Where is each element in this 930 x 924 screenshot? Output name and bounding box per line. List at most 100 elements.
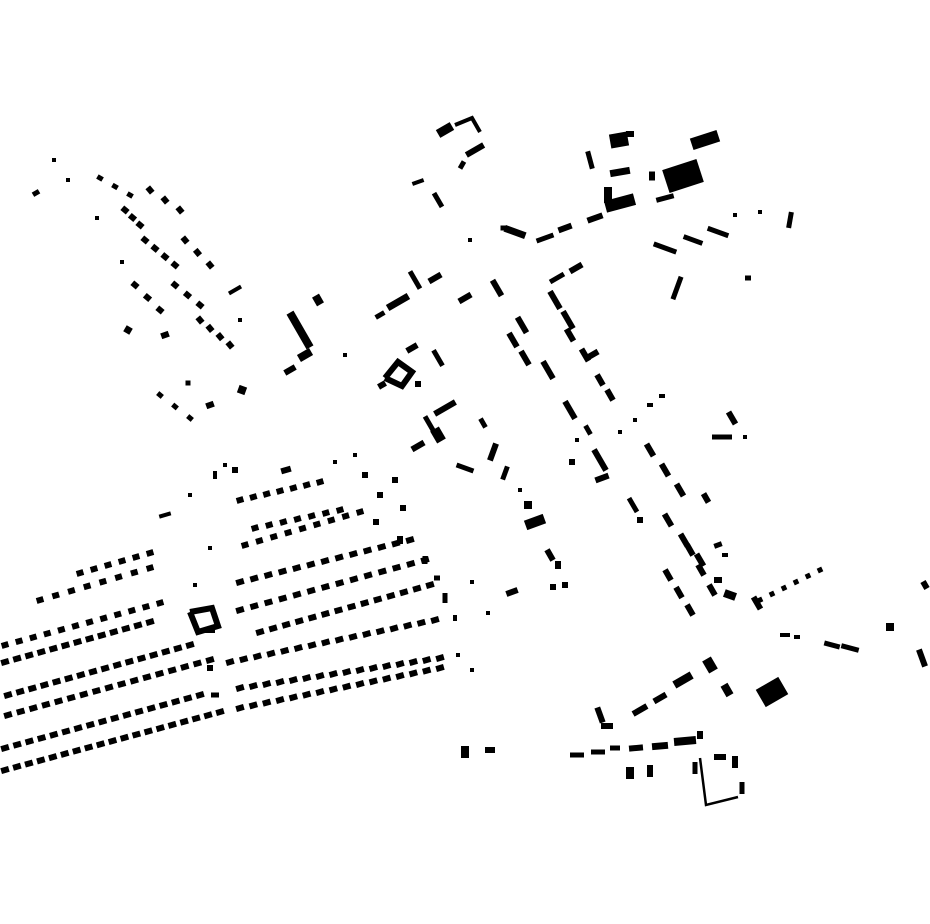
building-footprint	[124, 657, 135, 666]
building-footprint	[96, 174, 104, 182]
building-footprint	[293, 644, 304, 652]
building-footprint	[315, 478, 325, 486]
building-footprint	[320, 557, 330, 565]
building-footprint	[235, 606, 245, 614]
building-footprint	[555, 561, 561, 569]
building-footprint	[158, 511, 172, 519]
building-footprint	[307, 641, 317, 650]
building-footprint	[455, 462, 475, 474]
building-footprint	[99, 614, 108, 623]
building-footprint	[112, 661, 122, 669]
building-footprint	[315, 688, 325, 696]
building-footprint	[145, 618, 155, 626]
building-footprint	[126, 191, 134, 199]
building-footprint	[0, 658, 10, 666]
building-footprint	[659, 394, 665, 398]
building-footprint	[148, 651, 159, 659]
building-footprint	[205, 656, 215, 664]
building-footprint	[173, 644, 183, 653]
building-footprint	[684, 543, 696, 557]
building-footprint	[205, 323, 215, 333]
building-footprint	[647, 403, 653, 407]
building-footprint	[804, 572, 812, 580]
building-footprint	[381, 674, 392, 683]
building-footprint	[275, 487, 285, 495]
building-footprint	[134, 707, 144, 716]
building-footprint	[626, 131, 634, 137]
building-footprint	[700, 492, 712, 504]
building-footprint	[131, 730, 142, 739]
building-footprint	[66, 693, 76, 702]
building-footprint	[84, 634, 95, 643]
building-footprint	[60, 641, 71, 650]
building-footprint	[341, 512, 350, 520]
building-footprint	[301, 690, 312, 699]
building-footprint	[235, 704, 245, 712]
building-footprint	[141, 602, 151, 611]
building-footprint	[523, 513, 547, 531]
building-footprint	[427, 271, 443, 285]
building-footprint	[435, 654, 445, 662]
building-footprint	[652, 241, 678, 255]
building-footprint	[280, 465, 292, 475]
building-footprint	[626, 767, 634, 779]
building-footprint	[235, 496, 245, 504]
building-footprint	[651, 741, 669, 751]
building-footprint	[568, 261, 584, 275]
building-footprint	[840, 643, 860, 653]
building-footprint	[205, 400, 215, 410]
building-footprint	[235, 578, 245, 586]
building-footprint	[268, 624, 278, 633]
building-footprint	[722, 589, 738, 601]
building-footprint	[31, 189, 41, 197]
building-footprint	[133, 621, 143, 630]
building-footprint	[470, 668, 474, 672]
building-footprint	[673, 585, 685, 600]
building-footprint	[320, 609, 331, 618]
building-footprint	[662, 568, 674, 582]
building-footprint	[71, 746, 82, 755]
building-footprint	[363, 571, 373, 580]
building-footprint	[341, 682, 352, 691]
building-footprint	[51, 591, 60, 600]
building-footprint	[415, 381, 421, 387]
building-footprint	[235, 684, 245, 692]
building-footprint	[127, 212, 138, 223]
building-footprint	[150, 243, 160, 253]
building-footprint	[97, 717, 108, 726]
building-footprint	[24, 759, 34, 768]
building-footprint	[71, 622, 80, 630]
building-footprint	[160, 195, 170, 205]
building-footprint	[182, 290, 193, 300]
building-footprint	[464, 142, 486, 158]
building-footprint	[518, 349, 532, 367]
building-outline	[698, 757, 739, 807]
building-footprint	[547, 289, 563, 311]
building-footprint	[155, 305, 165, 315]
building-footprint	[275, 678, 285, 686]
building-footprint	[205, 260, 215, 270]
building-footprint	[506, 331, 520, 349]
building-footprint	[131, 553, 141, 561]
building-footprint	[591, 448, 609, 472]
building-footprint	[185, 380, 191, 386]
building-outline	[382, 357, 417, 390]
building-footprint	[146, 704, 156, 713]
building-footprint	[631, 703, 649, 717]
building-footprint	[275, 696, 285, 704]
building-footprint	[312, 293, 324, 307]
building-footprint	[227, 284, 243, 296]
building-footprint	[780, 633, 790, 637]
building-footprint	[193, 583, 197, 587]
building-footprint	[255, 628, 265, 636]
building-footprint	[693, 552, 707, 568]
building-footprint	[156, 391, 164, 399]
building-footprint	[298, 524, 307, 533]
building-footprint	[103, 561, 113, 569]
building-footprint	[160, 252, 170, 262]
building-footprint	[920, 580, 930, 590]
building-footprint	[377, 567, 387, 576]
building-footprint	[111, 182, 119, 191]
building-footprint	[405, 342, 419, 354]
building-footprint	[368, 677, 379, 686]
